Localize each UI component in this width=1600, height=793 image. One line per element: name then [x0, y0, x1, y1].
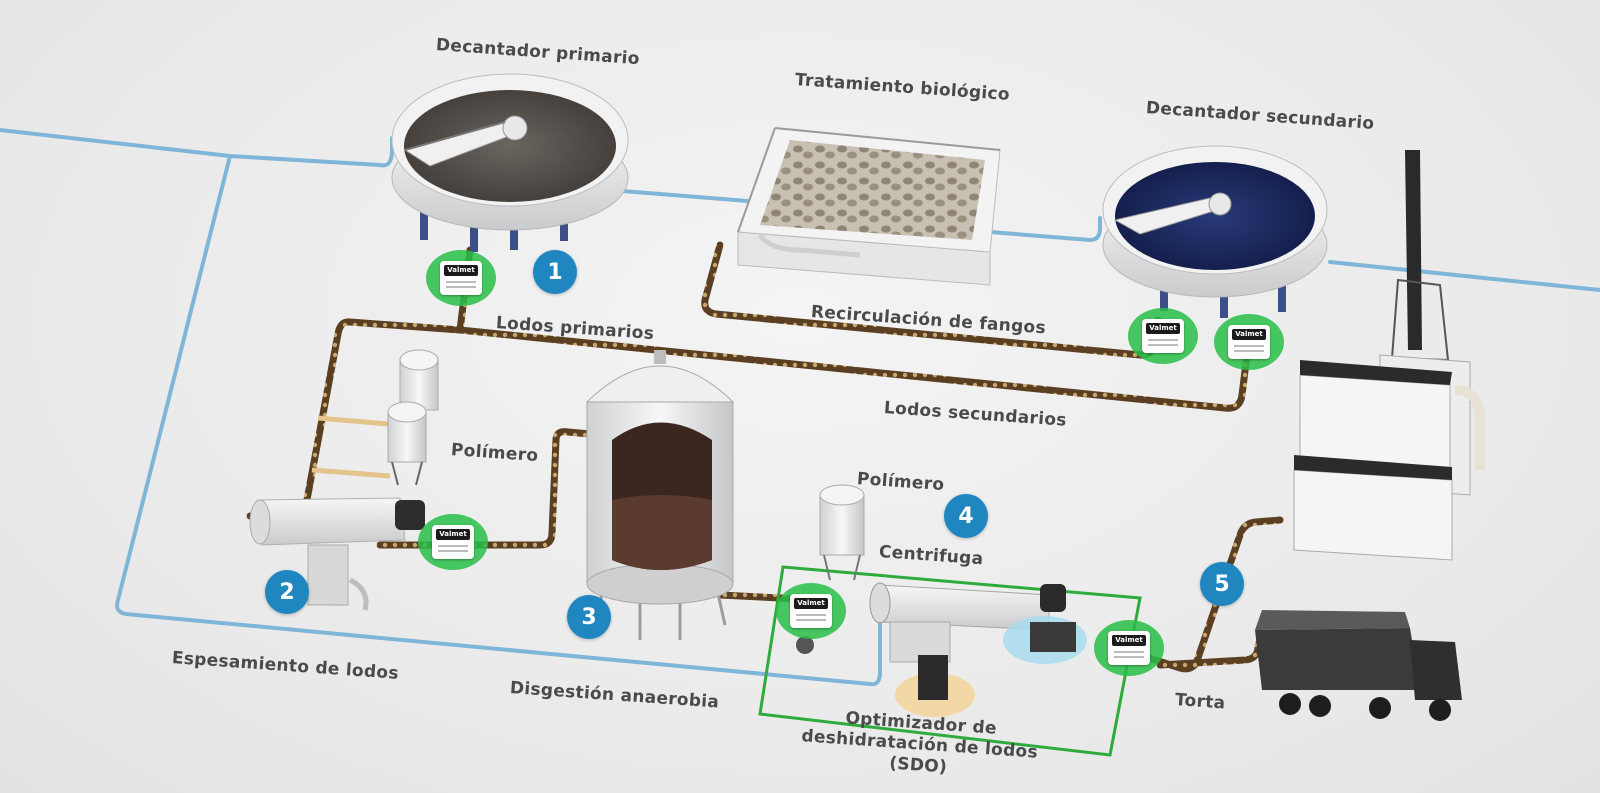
valmet-sensor-icon[interactable]: Valmet — [1214, 314, 1284, 370]
secondary-clarifier-icon — [1102, 145, 1328, 318]
polymer-silo-center-icon — [819, 484, 865, 581]
step-badge-1[interactable]: 1 — [533, 250, 577, 294]
centrifuge-icon — [796, 582, 1087, 717]
digester-tank-icon — [585, 350, 735, 640]
label-torta: Torta — [1174, 690, 1227, 714]
water-lines — [0, 128, 1600, 687]
valmet-logo: Valmet — [794, 598, 828, 609]
step-badge-3[interactable]: 3 — [567, 595, 611, 639]
thickener-unit-icon — [249, 497, 425, 611]
step-badge-5[interactable]: 5 — [1200, 562, 1244, 606]
step-badge-2[interactable]: 2 — [265, 570, 309, 614]
valmet-logo: Valmet — [436, 529, 470, 540]
valmet-sensor-icon[interactable]: Valmet — [1094, 620, 1164, 676]
sdo-frame — [758, 565, 1142, 757]
valmet-logo: Valmet — [1146, 323, 1180, 334]
valmet-sensor-icon[interactable]: Valmet — [426, 250, 496, 306]
primary-clarifier-icon — [391, 73, 629, 252]
polymer-lines — [311, 415, 401, 479]
polymer-silo-icon — [387, 349, 439, 486]
dump-truck-icon — [1255, 610, 1462, 721]
aeration-tank-icon — [737, 127, 1001, 286]
valmet-sensor-icon[interactable]: Valmet — [1128, 308, 1198, 364]
step-badge-4[interactable]: 4 — [944, 494, 988, 538]
valmet-sensor-icon[interactable]: Valmet — [418, 514, 488, 570]
valmet-logo: Valmet — [444, 265, 478, 276]
valmet-logo: Valmet — [1112, 635, 1146, 646]
valmet-logo: Valmet — [1232, 329, 1266, 340]
boiler-building-icon — [1293, 150, 1485, 561]
valmet-sensor-icon[interactable]: Valmet — [776, 583, 846, 639]
